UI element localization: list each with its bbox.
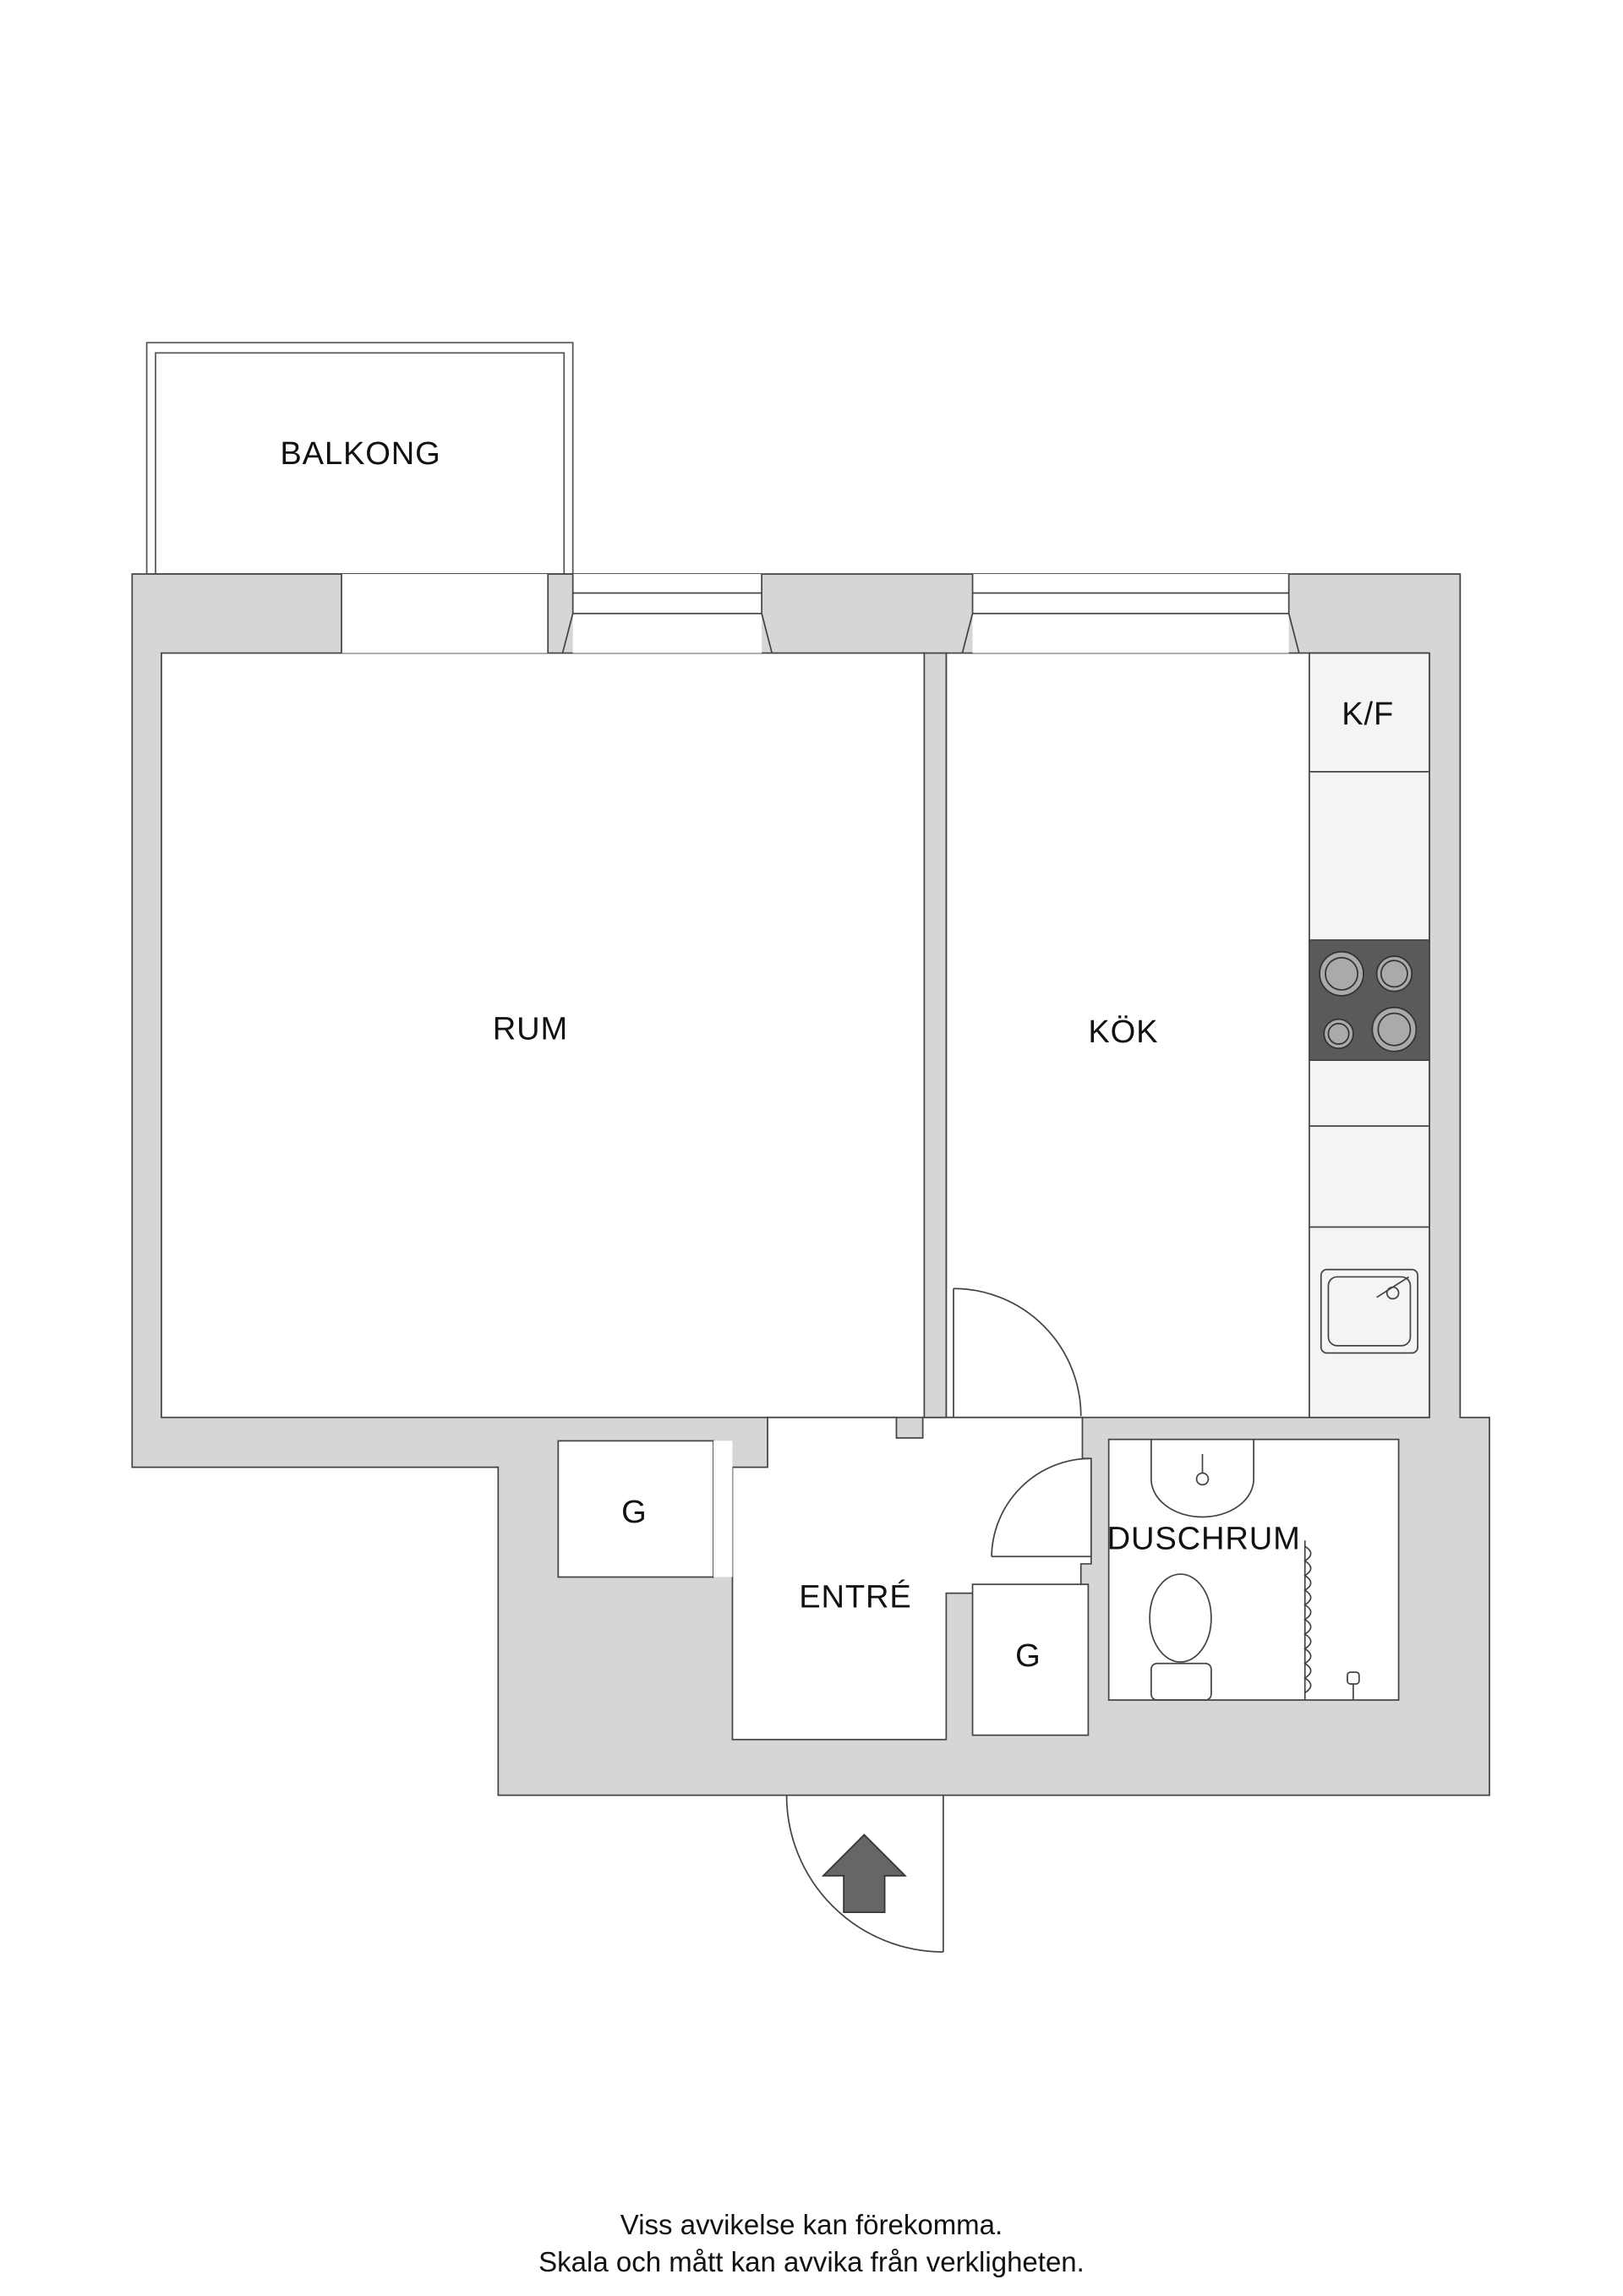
label-g2: G xyxy=(1015,1638,1041,1674)
toilet-icon xyxy=(1149,1573,1212,1701)
disclaimer-line-2: Skala och mått kan avvika från verklighe… xyxy=(538,2246,1085,2277)
closet-g1 xyxy=(557,1440,714,1578)
label-duschrum: DUSCHRUM xyxy=(1107,1521,1301,1556)
arrow-up-icon xyxy=(821,1834,907,1914)
stove-icon xyxy=(1309,939,1430,1061)
room-rum xyxy=(161,652,926,1419)
shower-head-icon xyxy=(1347,1671,1360,1701)
label-kf: K/F xyxy=(1342,697,1394,732)
label-balkong: BALKONG xyxy=(280,436,440,472)
disclaimer-line-1: Viss avvikelse kan förekomma. xyxy=(620,2209,1003,2240)
label-rum: RUM xyxy=(493,1011,568,1047)
kitchen-sink-icon xyxy=(1320,1268,1418,1354)
shower-curtain-icon xyxy=(1303,1540,1312,1701)
closet-g2 xyxy=(971,1583,1090,1736)
disclaimer: Viss avvikelse kan förekomma. Skala och … xyxy=(0,2206,1623,2281)
washbasin-icon xyxy=(1150,1439,1254,1518)
label-g1: G xyxy=(621,1495,648,1530)
label-kok: KÖK xyxy=(1088,1014,1158,1050)
balcony xyxy=(145,342,574,575)
label-entre: ENTRÉ xyxy=(799,1579,911,1615)
